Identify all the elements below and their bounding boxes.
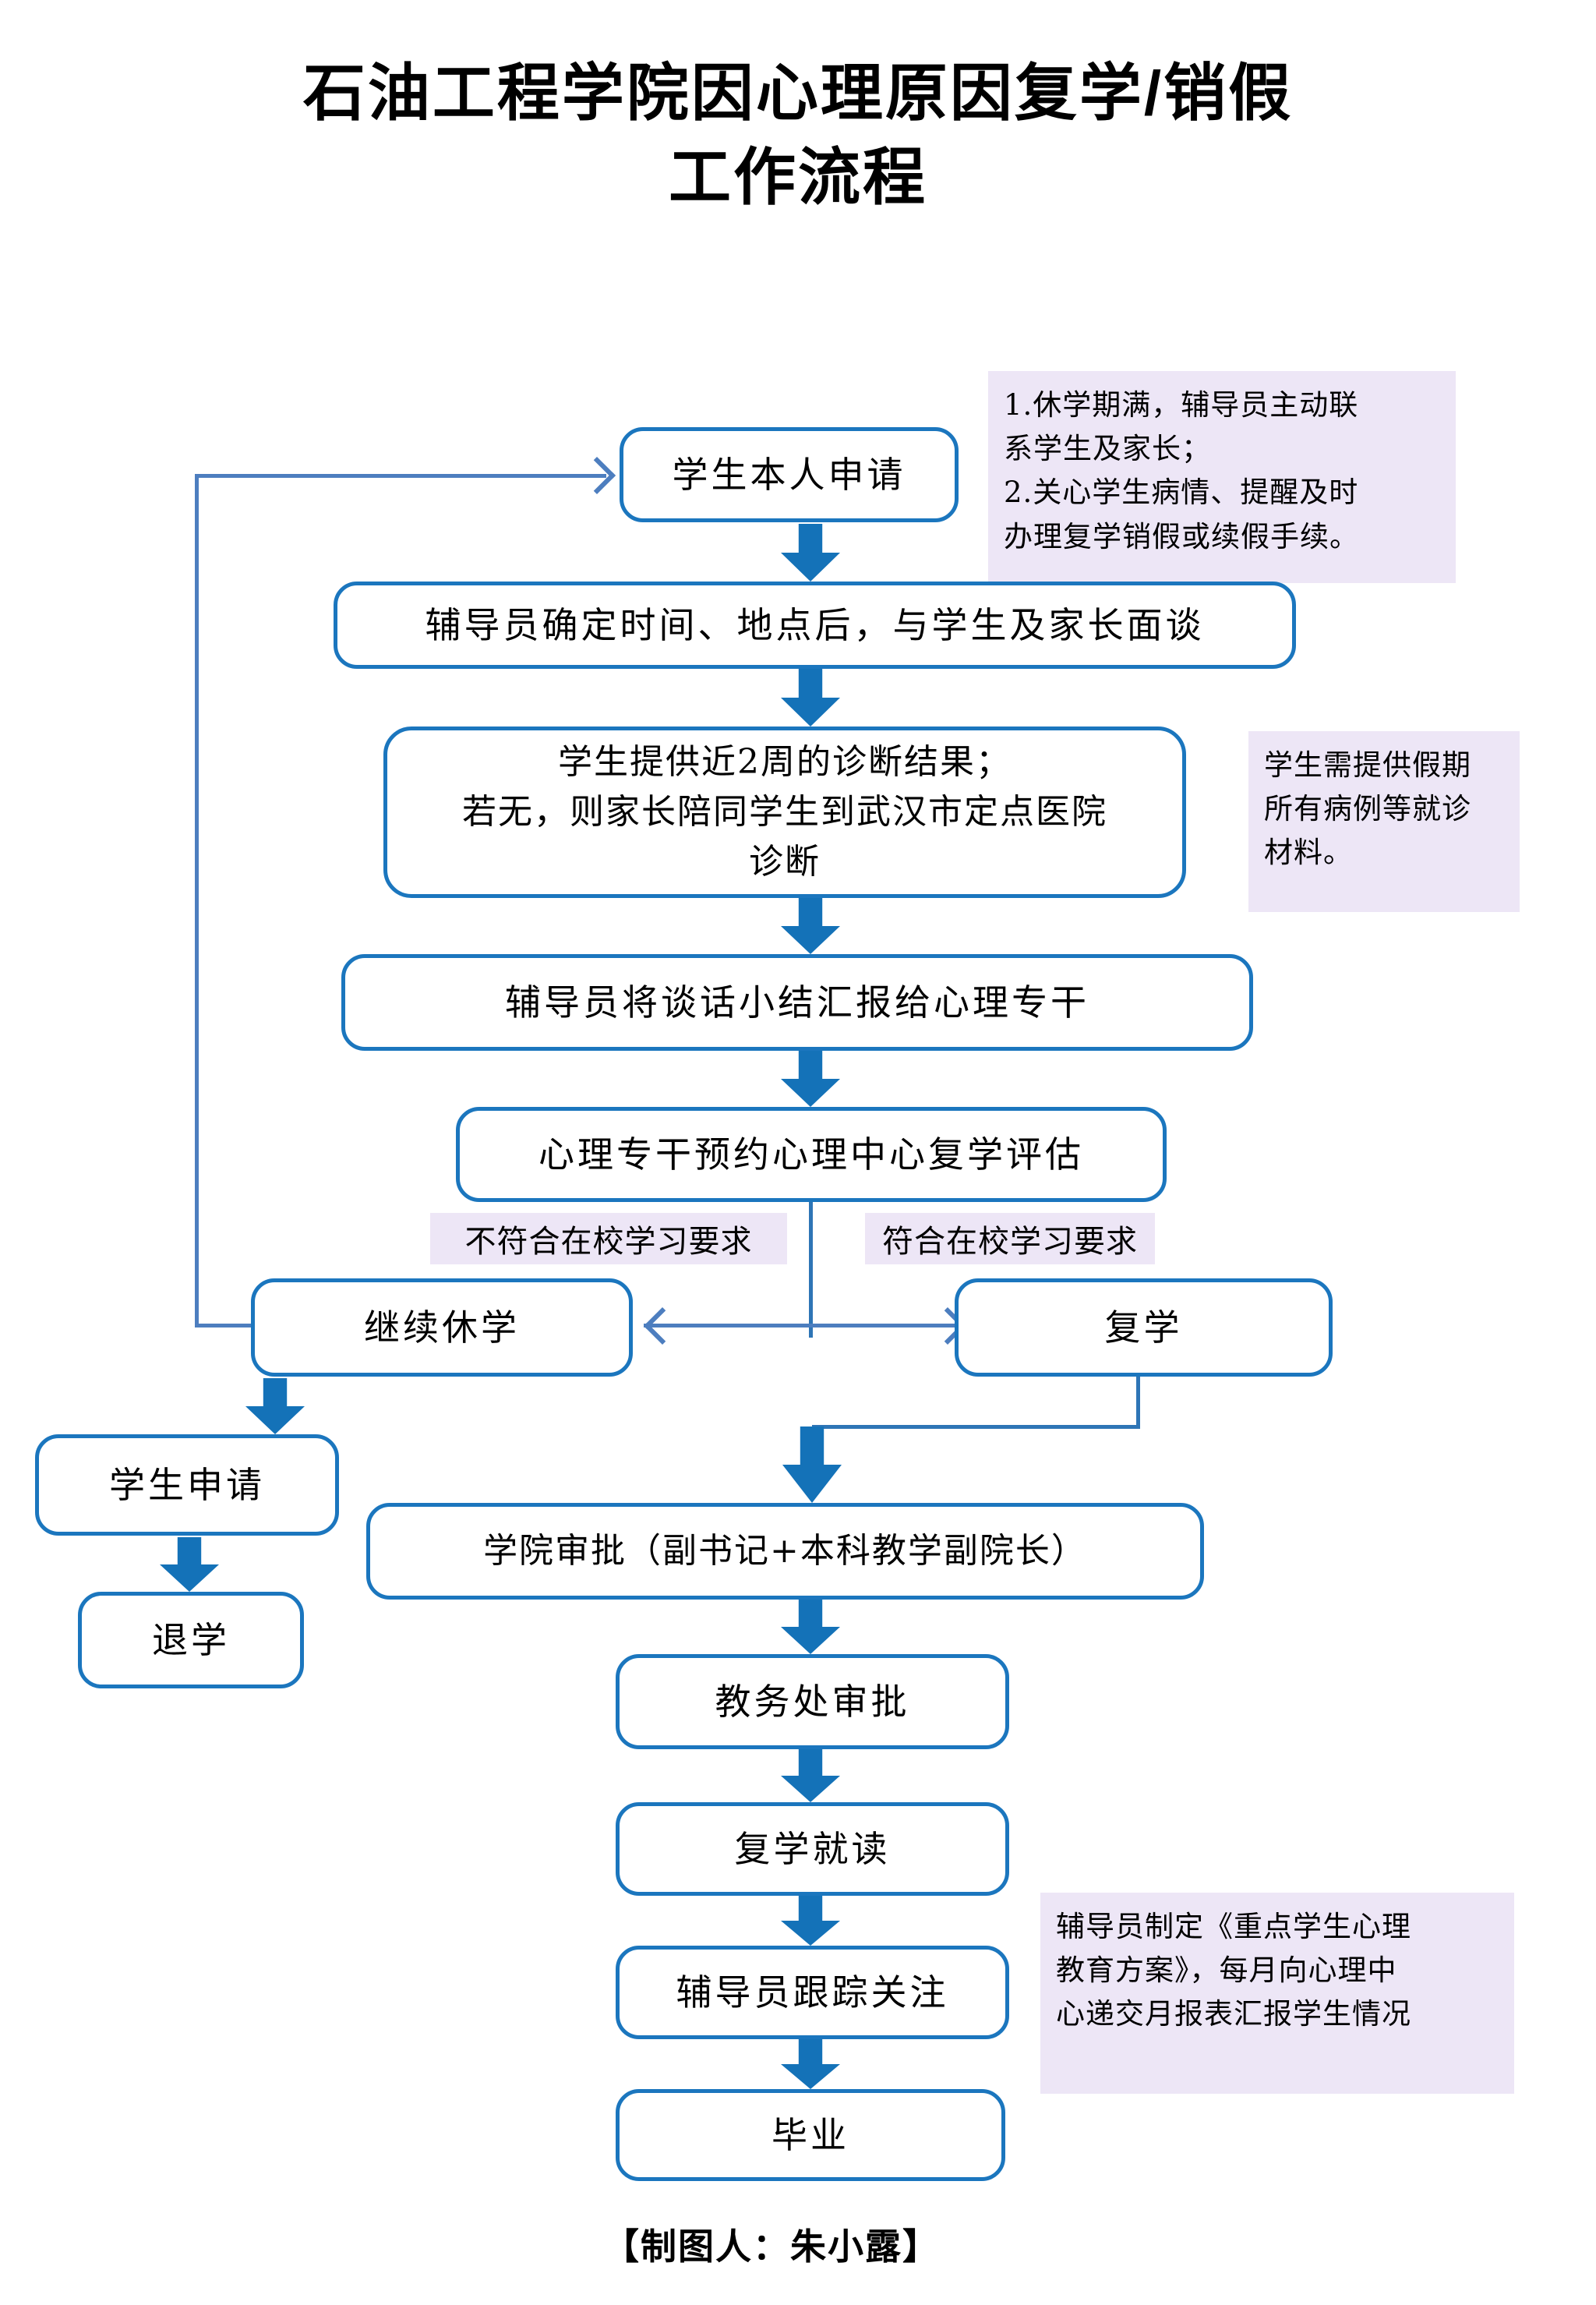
footer-credit: 【制图人：朱小露】 bbox=[603, 2226, 940, 2267]
flow-node-drop-out: 退学 bbox=[78, 1592, 304, 1688]
down-block-arrow-icon bbox=[781, 1051, 840, 1107]
down-block-arrow-icon bbox=[781, 898, 840, 954]
down-block-arrow-icon bbox=[781, 1600, 840, 1654]
note-education-plan: 辅导员制定《重点学生心理 教育方案》，每月向心理中 心递交月报表汇报学生情况 bbox=[1040, 1893, 1514, 2094]
flow-node-student-apply: 学生申请 bbox=[35, 1434, 339, 1536]
flow-node-counselor-follow: 辅导员跟踪关注 bbox=[616, 1946, 1009, 2039]
flow-node-resume-study: 复学就读 bbox=[616, 1802, 1009, 1896]
resume-connector-horizontal bbox=[812, 1425, 1140, 1429]
flow-node-interview: 辅导员确定时间、地点后，与学生及家长面谈 bbox=[334, 582, 1296, 669]
down-block-arrow-icon bbox=[781, 524, 840, 582]
down-block-arrow-icon bbox=[160, 1537, 219, 1592]
page-title: 石油工程学院因心理原因复学/销假 工作流程 bbox=[302, 58, 1294, 212]
flow-node-apply-self: 学生本人申请 bbox=[620, 427, 959, 522]
note-medical-records: 学生需提供假期 所有病例等就诊 材料。 bbox=[1248, 731, 1520, 912]
flow-node-graduation: 毕业 bbox=[616, 2089, 1005, 2181]
flow-node-evaluation: 心理专干预约心理中心复学评估 bbox=[456, 1107, 1167, 1202]
down-block-arrow-icon bbox=[781, 2039, 840, 2089]
left-arrowhead-icon bbox=[643, 1306, 682, 1345]
branch-label-pass: 符合在校学习要求 bbox=[865, 1213, 1155, 1264]
branch-label-fail: 不符合在校学习要求 bbox=[430, 1213, 787, 1264]
down-block-arrow-icon bbox=[781, 1896, 840, 1946]
flow-node-college-approval: 学院审批（副书记+本科教学副院长） bbox=[366, 1503, 1204, 1600]
resume-connector-vertical bbox=[1136, 1377, 1140, 1426]
feedback-line-vertical bbox=[195, 474, 199, 1327]
down-block-arrow-icon bbox=[781, 669, 840, 726]
flow-node-diagnosis: 学生提供近2周的诊断结果； 若无，则家长陪同学生到武汉市定点医院 诊断 bbox=[383, 726, 1186, 898]
feedback-line-top bbox=[195, 474, 606, 478]
down-block-arrow-icon bbox=[782, 1426, 842, 1503]
down-block-arrow-icon bbox=[781, 1749, 840, 1802]
flow-node-continue-suspension: 继续休学 bbox=[251, 1278, 633, 1377]
flow-node-academic-office-approval: 教务处审批 bbox=[616, 1654, 1009, 1749]
branch-connector-line bbox=[644, 1324, 966, 1327]
note-contact-reminder: 1.休学期满，辅导员主动联 系学生及家长； 2.关心学生病情、提醒及时 办理复学… bbox=[988, 371, 1456, 583]
flow-node-resume-school: 复学 bbox=[955, 1278, 1333, 1377]
down-block-arrow-icon bbox=[245, 1378, 305, 1434]
right-arrowhead-icon bbox=[577, 456, 616, 495]
feedback-line-bottom bbox=[196, 1324, 251, 1327]
branch-stem-line bbox=[809, 1202, 813, 1338]
flow-node-report-to-specialist: 辅导员将谈话小结汇报给心理专干 bbox=[341, 954, 1253, 1051]
